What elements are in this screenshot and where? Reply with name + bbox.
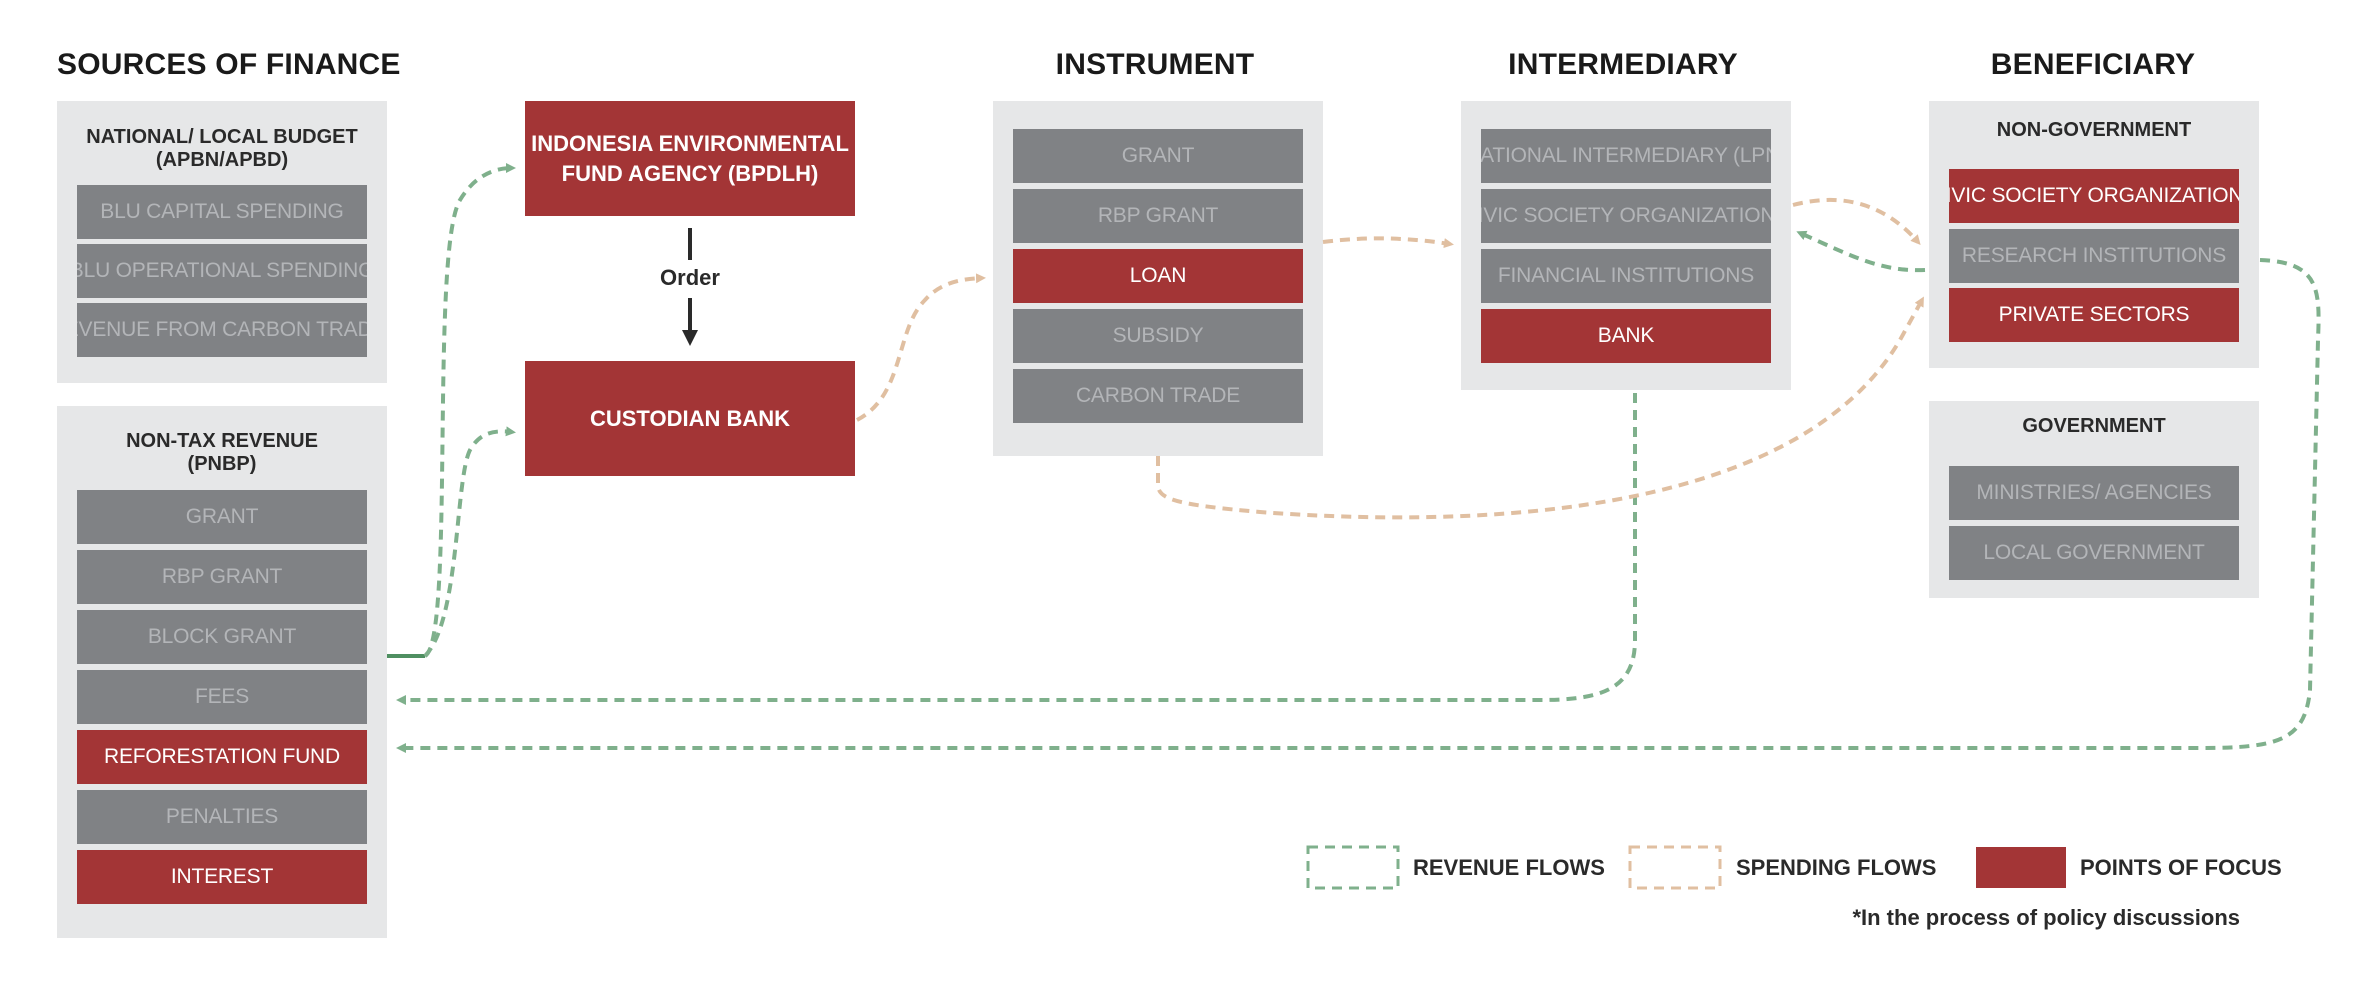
column-title-intermediary: INTERMEDIARY	[1508, 48, 1738, 81]
revenue-flow-to-custodian	[423, 426, 516, 658]
bpdlh-box: INDONESIA ENVIRONMENTAL FUND AGENCY (BPD…	[525, 101, 855, 216]
government-item: LOCAL GOVERNMENT	[1949, 526, 2239, 580]
non-tax-revenue-item: PENALTIES	[77, 790, 367, 844]
government-panel: GOVERNMENT MINISTRIES/ AGENCIES LOCAL GO…	[1929, 401, 2259, 598]
legend-revenue-swatch	[1306, 845, 1400, 890]
legend-revenue-label: REVENUE FLOWS	[1413, 855, 1605, 880]
non-tax-revenue-title-line2: (PNBP)	[187, 453, 257, 475]
non-tax-revenue-panel: NON-TAX REVENUE (PNBP) GRANT RBP GRANT B…	[57, 406, 387, 938]
legend-spending-label: SPENDING FLOWS	[1736, 855, 1937, 880]
intermediary-item: NATIONAL INTERMEDIARY (LPN)	[1481, 129, 1771, 183]
intermediary-item: FINANCIAL INSTITUTIONS	[1481, 249, 1771, 303]
legend-spending-swatch	[1628, 845, 1722, 890]
non-tax-revenue-item: FEES	[77, 670, 367, 724]
column-title-instrument: INSTRUMENT	[1055, 48, 1255, 81]
legend-focus-swatch	[1976, 847, 2066, 888]
spending-flow-to-beneficiary	[1792, 197, 1921, 246]
column-title-sources: SOURCES OF FINANCE	[57, 48, 401, 81]
non-tax-revenue-item: BLOCK GRANT	[77, 610, 367, 664]
spending-flow-to-instrument	[856, 273, 986, 422]
non-government-panel: NON-GOVERNMENT CIVIC SOCIETY ORGANIZATIO…	[1929, 101, 2259, 368]
non-tax-revenue-item-focus: REFORESTATION FUND	[77, 730, 367, 784]
non-tax-revenue-title-line1: NON-TAX REVENUE	[126, 430, 318, 452]
footnote: *In the process of policy discussions	[1852, 905, 2240, 930]
intermediary-panel: NATIONAL INTERMEDIARY (LPN) CIVIC SOCIET…	[1461, 101, 1791, 390]
non-tax-revenue-item: GRANT	[77, 490, 367, 544]
order-label: Order	[660, 265, 720, 290]
bpdlh-line2: FUND AGENCY (BPDLH)	[561, 160, 819, 186]
custodian-bank-box: CUSTODIAN BANK	[525, 361, 855, 476]
revenue-flow-to-intermediary	[1796, 230, 1926, 273]
non-tax-revenue-title: NON-TAX REVENUE (PNBP)	[57, 430, 387, 476]
national-budget-title: NATIONAL/ LOCAL BUDGET (APBN/APBD)	[57, 126, 387, 172]
bpdlh-line1: INDONESIA ENVIRONMENTAL	[531, 130, 849, 156]
instrument-item: CARBON TRADE	[1013, 369, 1303, 423]
non-government-item: RESEARCH INSTITUTIONS	[1949, 229, 2239, 283]
national-budget-title-line2: (APBN/APBD)	[155, 149, 289, 171]
legend-focus-label: POINTS OF FOCUS	[2080, 855, 2282, 880]
instrument-item-focus: LOAN	[1013, 249, 1303, 303]
non-tax-revenue-item: RBP GRANT	[77, 550, 367, 604]
instrument-item: SUBSIDY	[1013, 309, 1303, 363]
national-budget-panel: NATIONAL/ LOCAL BUDGET (APBN/APBD) BLU C…	[57, 101, 387, 383]
column-title-beneficiary: BENEFICIARY	[1990, 48, 2196, 81]
non-government-item-focus: CIVIC SOCIETY ORGANIZATIONS	[1949, 169, 2239, 223]
instrument-item: RBP GRANT	[1013, 189, 1303, 243]
instrument-panel: GRANT RBP GRANT LOAN SUBSIDY CARBON TRAD…	[993, 101, 1323, 456]
spending-flow-to-intermediary	[1322, 236, 1454, 249]
revenue-flow-to-bpdlh	[423, 163, 516, 658]
non-government-title: NON-GOVERNMENT	[1996, 119, 2192, 141]
intermediary-item-focus: BANK	[1481, 309, 1771, 363]
national-budget-item: BLU CAPITAL SPENDING	[77, 185, 367, 239]
instrument-item: GRANT	[1013, 129, 1303, 183]
intermediary-item: CIVIC SOCIETY ORGANIZATIONS	[1481, 189, 1771, 243]
government-title: GOVERNMENT	[2022, 415, 2166, 437]
non-government-item-focus: PRIVATE SECTORS	[1949, 288, 2239, 342]
national-budget-item: BLU OPERATIONAL SPENDING	[77, 244, 367, 298]
non-tax-revenue-item-focus: INTEREST	[77, 850, 367, 904]
government-item: MINISTRIES/ AGENCIES	[1949, 466, 2239, 520]
national-budget-item: REVENUE FROM CARBON TRADE*	[77, 303, 367, 357]
national-budget-title-line1: NATIONAL/ LOCAL BUDGET	[86, 126, 358, 148]
